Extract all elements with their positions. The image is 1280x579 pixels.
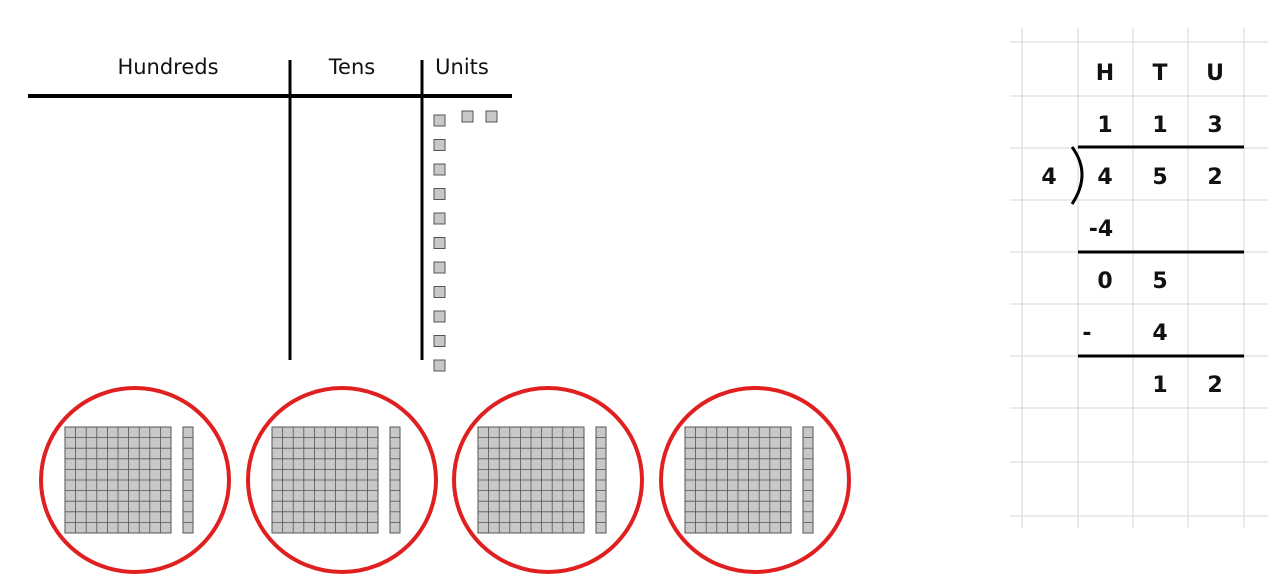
quotient-digit: 3	[1207, 113, 1222, 138]
group-ring	[452, 386, 644, 574]
unit-cube	[433, 286, 446, 298]
dividend-digit: 4	[1097, 165, 1112, 190]
unit-cube	[433, 139, 446, 151]
place-value-chart: Hundreds Tens Units	[28, 55, 512, 372]
group-ring	[659, 386, 851, 574]
step-digit: -4	[1089, 217, 1113, 242]
header-tens: Tens	[328, 55, 375, 79]
group-ring	[39, 386, 231, 574]
hundred-group	[246, 386, 438, 574]
divisor: 4	[1041, 165, 1056, 190]
unit-cube	[433, 188, 446, 200]
step-digit: 0	[1097, 269, 1112, 294]
step-digit: -	[1082, 321, 1091, 346]
hundred-group	[452, 386, 644, 574]
unit-cube	[433, 261, 446, 274]
unit-cube	[433, 237, 446, 249]
division-bracket	[1070, 146, 1084, 205]
step-digit: 1	[1152, 373, 1167, 398]
dividend-digit: 2	[1207, 165, 1222, 190]
unit-cube	[433, 335, 446, 347]
column-header: T	[1152, 61, 1167, 86]
quotient-digit: 1	[1097, 113, 1112, 138]
unit-cube	[433, 212, 446, 225]
dividend-digit: 5	[1152, 165, 1167, 190]
unit-cube	[485, 110, 498, 123]
step-digit: 4	[1152, 321, 1167, 346]
hundred-group	[659, 386, 851, 574]
column-header: U	[1206, 61, 1224, 86]
header-hundreds: Hundreds	[117, 55, 218, 79]
division-grid	[1010, 28, 1268, 528]
unit-cube	[433, 310, 446, 323]
unit-cube	[433, 163, 446, 176]
column-header: H	[1096, 61, 1114, 86]
group-ring	[246, 386, 438, 574]
step-digit: 2	[1207, 373, 1222, 398]
step-digit: 5	[1152, 269, 1167, 294]
unit-cube	[461, 110, 474, 123]
hundred-groups	[39, 386, 851, 574]
unit-cube	[433, 114, 446, 127]
hundred-group	[39, 386, 231, 574]
quotient-digit: 1	[1152, 113, 1167, 138]
header-units: Units	[435, 55, 489, 79]
unit-cube	[433, 359, 446, 372]
unit-cubes	[433, 110, 498, 372]
